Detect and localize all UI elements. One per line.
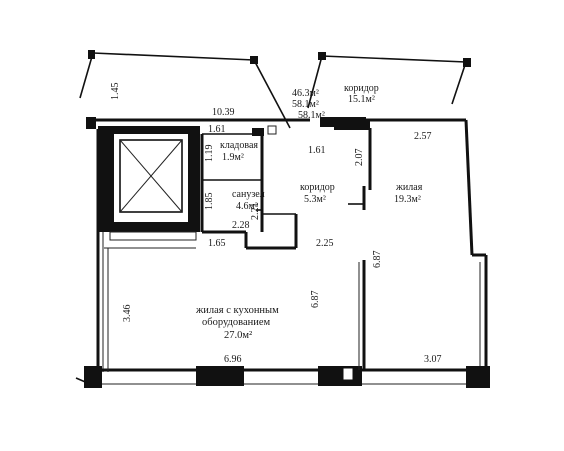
room-living-kitchen-name-1: жилая с кухонным (195, 305, 279, 316)
room-corridor-top-name: коридор (344, 83, 379, 94)
total-area-3: 58.1м² (298, 110, 325, 121)
dim-2-28: 2.28 (232, 220, 250, 231)
dim-1-61-a: 1.61 (208, 124, 226, 135)
outer-walls (75, 117, 490, 388)
dim-2-25: 2.25 (316, 238, 334, 249)
room-bathroom-area: 4.6м² (236, 201, 258, 212)
dim-6-87-b: 6.87 (372, 251, 383, 269)
dim-3-46: 3.46 (122, 305, 133, 323)
room-bathroom-name: санузел (232, 189, 265, 200)
elevator-shaft (98, 126, 200, 241)
room-storage-area: 1.9м² (222, 152, 244, 163)
dim-6-87-a: 6.87 (310, 291, 321, 309)
room-bedroom-area: 19.3м² (394, 194, 421, 205)
dim-2-57: 2.57 (414, 131, 432, 142)
dim-1-85: 1.85 (204, 193, 215, 211)
total-area-block: 46.3м² 58.1м² 58.1м² (292, 88, 325, 121)
room-labels: коридор 15.1м² кладовая 1.9м² санузел 4.… (195, 83, 423, 341)
room-storage-name: кладовая (220, 140, 258, 151)
room-living-kitchen-area: 27.0м² (224, 330, 252, 341)
dim-1-61-b: 1.61 (308, 145, 326, 156)
dim-1-65: 1.65 (208, 238, 226, 249)
room-corridor-name: коридор (300, 182, 335, 193)
total-area-2: 58.1м² (292, 99, 319, 110)
dimension-labels: 1.45 10.39 1.61 1.61 1.19 1.85 2.21 2.28… (110, 83, 442, 366)
dim-1-19: 1.19 (204, 145, 215, 163)
room-corridor-area: 5.3м² (304, 194, 326, 205)
dim-6-96: 6.96 (224, 354, 242, 365)
room-corridor-top-area: 15.1м² (348, 94, 375, 105)
dim-1-45: 1.45 (110, 83, 121, 101)
dim-2-07: 2.07 (354, 149, 365, 167)
dim-2-21: 2.21 (250, 203, 261, 221)
room-bedroom-name: жилая (395, 182, 423, 193)
top-outline (79, 50, 471, 129)
interior-walls (104, 120, 372, 372)
dim-10-39: 10.39 (212, 107, 235, 118)
total-area-1: 46.3м² (292, 88, 319, 99)
room-living-kitchen-name-2: оборудованием (202, 317, 271, 328)
dim-3-07: 3.07 (424, 354, 442, 365)
